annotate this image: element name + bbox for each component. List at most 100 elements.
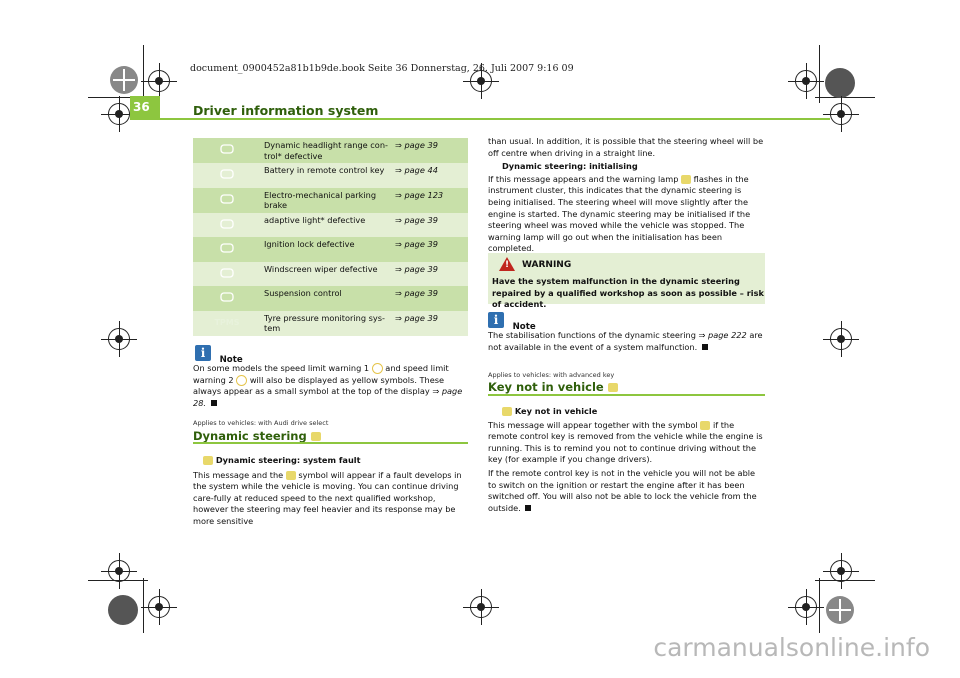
registration-mark xyxy=(823,553,859,589)
speed-warning-icon xyxy=(236,374,248,386)
dynamic-steering-body: Dynamic steering: system fault This mess… xyxy=(193,455,468,528)
page-link[interactable]: ⇒ page 39 xyxy=(395,312,438,323)
tpms-icon: TPMS xyxy=(193,311,261,336)
symbol-description: adaptive light* defective xyxy=(264,214,366,225)
symbol-row: Ignition lock defective ⇒ page 39 xyxy=(193,237,468,262)
registration-mark xyxy=(463,589,499,625)
steering-icon xyxy=(310,432,321,441)
end-mark xyxy=(210,399,217,406)
right-note: i Note The stabilisation functions of th… xyxy=(488,312,765,353)
steering-icon xyxy=(285,470,296,480)
registration-mark xyxy=(788,589,824,625)
note-text: The stabilisation functions of the dynam… xyxy=(488,330,706,340)
registration-mark xyxy=(823,321,859,357)
key-section-body: Key not in vehicle This message will app… xyxy=(488,406,765,514)
symbol-row: Dynamic headlight range con-trol* defect… xyxy=(193,138,468,163)
registration-mark xyxy=(101,553,137,589)
registration-star-mark xyxy=(110,66,138,94)
note-text: are not available in the event of a syst… xyxy=(488,330,763,352)
body-text: flashes in the instrument cluster, this … xyxy=(488,173,751,254)
dynamic-steering-continued: than usual. In addition, it is possible … xyxy=(488,136,765,255)
crop-line xyxy=(819,45,820,103)
parking-brake-icon xyxy=(193,188,261,213)
symbol-description: Ignition lock defective xyxy=(264,239,355,249)
sub-heading: Dynamic steering: system fault xyxy=(215,455,361,465)
file-meta: document_0900452a81b1b9de.book Seite 36 … xyxy=(190,63,574,74)
steering-icon xyxy=(681,174,692,184)
page-link[interactable]: ⇒ page 123 xyxy=(395,189,444,200)
crop-line xyxy=(819,578,820,633)
wiper-icon xyxy=(193,262,261,287)
body-text: If this message appears and the warning … xyxy=(488,173,679,184)
note-text: On some models the speed limit warning 1 xyxy=(193,363,370,373)
symbol-row: Electro-mechanical parking brake⇒ page 1… xyxy=(193,187,468,213)
page-link[interactable]: page 28. xyxy=(193,386,463,408)
watermark: carmanualsonline.info xyxy=(653,633,930,662)
section-title-key-not-in-vehicle: Key not in vehicle xyxy=(488,380,618,394)
crop-line xyxy=(143,45,144,103)
body-text: if the remote control key is removed fro… xyxy=(488,419,763,465)
warning-text: Have the system malfunction in the dynam… xyxy=(492,276,764,309)
warning-title: WARNING xyxy=(522,260,572,270)
page-number-bar xyxy=(130,96,160,120)
registration-solid-mark xyxy=(825,68,855,98)
applies-note: Applies to vehicles: with Audi drive sel… xyxy=(193,419,329,427)
symbol-row: Suspension control ⇒ page 39 xyxy=(193,286,468,311)
symbol-description: Tyre pressure monitoring sys-tem xyxy=(264,312,385,334)
registration-mark xyxy=(141,589,177,625)
symbol-description: Suspension control xyxy=(264,288,342,298)
end-mark xyxy=(525,504,532,511)
suspension-icon xyxy=(193,286,261,311)
registration-mark xyxy=(823,96,859,132)
page-link[interactable]: ⇒ page 44 xyxy=(395,165,438,175)
steering-icon xyxy=(203,456,213,465)
headlight-range-icon xyxy=(193,138,261,163)
remote-key-icon xyxy=(193,163,261,188)
body-text: symbol will appear if a fault develops i… xyxy=(193,469,462,526)
page-link[interactable]: ⇒ page 39 xyxy=(395,140,438,150)
sub-heading: Dynamic steering: initialising xyxy=(502,161,638,172)
body-text: This message and the xyxy=(193,469,284,480)
registration-solid-mark xyxy=(108,595,138,625)
symbol-table: Dynamic headlight range con-trol* defect… xyxy=(193,138,468,336)
page-number: 36 xyxy=(133,100,150,114)
section-title-text: Key not in vehicle xyxy=(488,380,604,394)
page-link[interactable]: page 222 xyxy=(708,330,747,340)
note-heading: Note xyxy=(512,321,536,332)
symbol-row: Windscreen wiper defective ⇒ page 39 xyxy=(193,261,468,287)
page-link[interactable]: ⇒ page 39 xyxy=(395,214,438,225)
symbol-row: TPMS Tyre pressure monitoring sys-tem ⇒ pa… xyxy=(193,310,468,336)
body-text: than usual. In addition, it is possible … xyxy=(488,136,764,158)
section-rule xyxy=(193,442,468,444)
note-heading: Note xyxy=(219,354,243,365)
tpms-icon-label: TPMS xyxy=(214,318,240,328)
warning-triangle-icon xyxy=(499,257,515,271)
registration-mark xyxy=(101,96,137,132)
symbol-description: Windscreen wiper defective xyxy=(264,263,378,274)
page-title: Driver information system xyxy=(193,103,379,118)
note-text: and speed limit warning 2 xyxy=(193,363,449,385)
registration-mark xyxy=(463,63,499,99)
registration-mark xyxy=(141,63,177,99)
page-link[interactable]: ⇒ page 39 xyxy=(395,288,438,298)
crop-line xyxy=(143,578,144,633)
symbol-description: Dynamic headlight range con-trol* defect… xyxy=(264,140,388,161)
registration-mark xyxy=(788,63,824,99)
info-icon: i xyxy=(195,345,211,361)
section-title-dynamic-steering: Dynamic steering xyxy=(193,429,321,443)
page-link[interactable]: ⇒ page 39 xyxy=(395,239,438,249)
sub-heading: Key not in vehicle xyxy=(514,406,598,416)
adaptive-light-icon xyxy=(193,213,261,238)
note-text: will also be displayed as yellow symbols… xyxy=(193,374,445,397)
applies-note: Applies to vehicles: with advanced key xyxy=(488,371,615,379)
crop-line xyxy=(88,97,148,98)
speed-warning-icon xyxy=(371,363,383,374)
symbol-description: Battery in remote control key xyxy=(264,165,385,175)
body-text: If the remote control key is not in the … xyxy=(488,467,757,513)
left-note: i Note On some models the speed limit wa… xyxy=(193,345,468,409)
info-icon: i xyxy=(488,312,504,328)
key-icon xyxy=(700,420,711,430)
page-link[interactable]: ⇒ page 39 xyxy=(395,263,438,274)
symbol-row: adaptive light* defective ⇒ page 39 xyxy=(193,212,468,238)
section-title-text: Dynamic steering xyxy=(193,429,307,443)
